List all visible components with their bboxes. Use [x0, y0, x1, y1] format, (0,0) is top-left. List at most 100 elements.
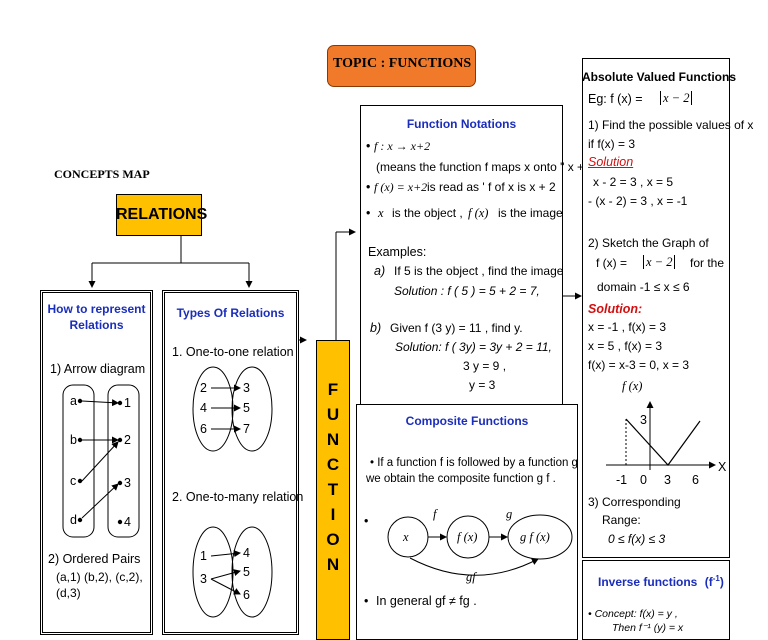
inverse-title-sup: -1	[712, 574, 720, 583]
graph-y-3: 3	[640, 413, 647, 427]
notation-object: is the object ,	[392, 206, 463, 220]
one-many-right-5: 5	[243, 565, 250, 579]
composite-general-bullet: •	[364, 594, 369, 608]
one-many-right-4: 4	[243, 546, 250, 560]
arrow-right-2: 2	[124, 433, 131, 447]
one-many-left-1: 1	[200, 549, 207, 563]
functions-letter-t: T	[327, 480, 339, 499]
arrow-left-d: d	[70, 513, 77, 527]
arrow-left-a: a	[70, 394, 77, 408]
absolute-q2-b: f (x) =	[596, 256, 628, 270]
functions-letter-u: U	[326, 405, 340, 424]
example-a-label: a)	[374, 264, 386, 278]
one-many-left-3: 3	[200, 572, 207, 586]
functions-letter-i: I	[330, 505, 336, 524]
composite-bullet: •	[364, 514, 369, 528]
one-to-many-label: 2. One-to-many relation	[172, 490, 304, 504]
represent-title-1: How to represent	[47, 302, 146, 316]
notation-image: is the image	[498, 206, 563, 220]
inverse-title: Inverse functions (f-1)	[598, 572, 724, 589]
composite-node-gfx: g f (x)	[520, 530, 550, 544]
one-many-right-6: 6	[243, 588, 250, 602]
graph-fx-label: f (x)	[622, 379, 643, 393]
composite-text-2: we obtain the composite function g f .	[366, 473, 556, 485]
types-title: Types Of Relations	[176, 306, 285, 320]
functions-letter-n: N	[326, 430, 340, 449]
graph-x-neg1: -1	[616, 473, 628, 487]
notation-bullet-1: •	[366, 139, 371, 153]
arrow-right-4: 4	[124, 515, 131, 529]
example-b-step-2: 3 y = 9 ,	[463, 359, 507, 373]
example-b-question: Given f (3 y) = 11 , find y.	[390, 321, 523, 335]
absolute-s3: x = -1 , f(x) = 3	[588, 320, 667, 334]
absolute-s4: x = 5 , f(x) = 3	[588, 339, 663, 353]
graph-x-0: 0	[640, 473, 647, 487]
functions-letter-f: F	[327, 380, 339, 399]
inverse-functions-panel	[582, 560, 730, 640]
one-one-right-5: 5	[243, 401, 250, 415]
inverse-concept-1: • Concept: f(x) = y ,	[588, 608, 678, 620]
composite-general: In general gf ≠ fg .	[376, 594, 477, 608]
ordered-pairs-label: 2) Ordered Pairs	[48, 552, 141, 566]
composite-label-g: g	[506, 507, 513, 521]
ordered-pairs-line-1: (a,1) (b,2), (c,2),	[56, 570, 143, 584]
examples-label: Examples:	[368, 245, 427, 259]
concepts-map-label: CONCEPTS MAP	[54, 167, 150, 181]
graph-x-label: X	[718, 460, 727, 474]
absolute-eg-abs: x − 2	[660, 91, 693, 105]
notation-x: x	[378, 206, 384, 220]
absolute-functions-panel	[582, 58, 730, 558]
absolute-q1-a: 1) Find the possible values of x	[588, 118, 754, 132]
absolute-solution-2: Solution:	[588, 302, 643, 316]
absolute-q2-for: for the	[690, 256, 725, 270]
ordered-pairs-line-2: (d,3)	[56, 586, 81, 600]
absolute-s1: x - 2 = 3 , x = 5	[593, 175, 674, 189]
notation-fx: f (x) = x+2	[374, 180, 428, 194]
relations-label: RELATIONS	[116, 206, 208, 223]
composite-label-f: f	[433, 507, 437, 521]
inverse-title-end: )	[719, 575, 724, 589]
one-one-left-6: 6	[200, 422, 207, 436]
one-one-left-4: 4	[200, 401, 207, 415]
arrow-left-c: c	[70, 474, 77, 488]
absolute-q3-b: Range:	[602, 513, 641, 527]
example-b-step-1: Solution: f ( 3y) = 3y + 2 = 11,	[395, 340, 552, 354]
inverse-title-sym: (f	[704, 575, 713, 589]
arrow-left-b: b	[70, 433, 77, 447]
composite-label-gf: gf	[466, 570, 476, 584]
example-a-solution: Solution : f ( 5 ) = 5 + 2 = 7,	[394, 284, 540, 298]
notation-bullet-2: •	[366, 180, 371, 194]
composite-node-fx: f (x)	[457, 530, 478, 544]
graph-x-3: 3	[664, 473, 671, 487]
absolute-q2-abs: x − 2	[643, 255, 676, 269]
example-b-label: b)	[370, 321, 382, 335]
notation-mapping: f : x → x+2	[374, 139, 431, 153]
absolute-q2-a: 2) Sketch the Graph of	[588, 236, 709, 250]
notation-fx-read: is read as ' f of x is x + 2	[427, 180, 556, 194]
absolute-domain: domain -1 ≤ x ≤ 6	[597, 280, 690, 294]
one-one-left-2: 2	[200, 381, 207, 395]
inverse-title-text: Inverse functions	[598, 575, 698, 589]
represent-title-2: Relations	[69, 318, 124, 332]
functions-bar	[316, 340, 350, 640]
composite-functions-panel	[356, 404, 578, 640]
notation-bullet-3: •	[366, 206, 371, 220]
absolute-s5: f(x) = x-3 = 0, x = 3	[588, 358, 690, 372]
example-b-step-3: y = 3	[469, 378, 496, 392]
inverse-concept-2: Then f⁻¹ (y) = x	[612, 622, 684, 634]
graph-x-6: 6	[692, 473, 699, 487]
arrow-right-1: 1	[124, 396, 131, 410]
absolute-eg: Eg: f (x) =	[588, 92, 643, 106]
composite-text-1: • If a function f is followed by a funct…	[370, 457, 585, 469]
one-one-right-7: 7	[243, 422, 250, 436]
relations-box	[116, 194, 202, 236]
one-one-right-3: 3	[243, 381, 250, 395]
absolute-q1-b: if f(x) = 3	[588, 137, 636, 151]
topic-banner	[327, 45, 476, 87]
functions-letter-c: C	[326, 455, 340, 474]
topic-title: TOPIC : FUNCTIONS	[333, 56, 472, 71]
